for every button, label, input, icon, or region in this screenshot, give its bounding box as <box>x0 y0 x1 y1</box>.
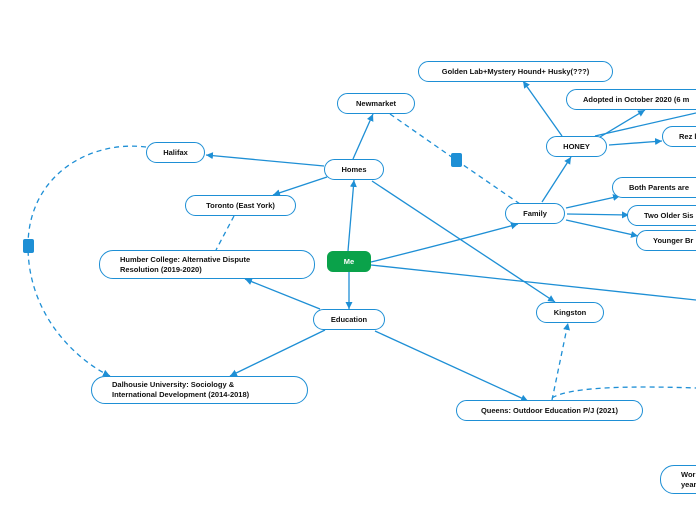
topic-both-parents[interactable]: Both Parents are <box>612 177 696 198</box>
topic-kingston[interactable]: Kingston <box>536 302 604 323</box>
relationship-queens-offscreen <box>551 386 696 399</box>
topic-me[interactable]: Me <box>327 251 371 272</box>
connector-education-dalhousie <box>229 329 326 377</box>
relationship-toronto-humber <box>215 215 235 251</box>
connector-education-humber <box>244 278 321 310</box>
topic-golden-lab[interactable]: Golden Lab+Mystery Hound+ Husky(???) <box>418 61 613 82</box>
connector-honey-goldenlab <box>522 80 563 137</box>
connector-homes-toronto <box>272 176 328 197</box>
connector-honey-rez <box>608 138 663 146</box>
connector-me-homes <box>347 179 357 252</box>
connector-family-younger <box>565 219 639 238</box>
topic-halifax[interactable]: Halifax <box>146 142 205 163</box>
connector-homes-kingston <box>371 180 556 303</box>
topic-work[interactable]: Wor year <box>660 465 696 494</box>
topic-younger-brother[interactable]: Younger Br <box>636 230 696 251</box>
connector-homes-newmarket <box>352 113 374 160</box>
connector-homes-halifax <box>205 152 325 167</box>
connector-me-offscreen <box>370 264 696 301</box>
topic-queens[interactable]: Queens: Outdoor Education P/J (2021) <box>456 400 643 421</box>
relationship-queens-kingston <box>551 322 571 401</box>
connector-family-bothparents <box>565 194 621 209</box>
topic-education[interactable]: Education <box>313 309 385 330</box>
relationship-handle-newmarket-family[interactable] <box>451 153 462 167</box>
topic-dalhousie-university[interactable]: Dalhousie University: Sociology & Intern… <box>91 376 308 404</box>
connector-me-family <box>370 222 519 263</box>
topic-two-older-sisters[interactable]: Two Older Sis <box>627 205 696 226</box>
topic-family[interactable]: Family <box>505 203 565 224</box>
topic-homes[interactable]: Homes <box>324 159 384 180</box>
relationship-handle-halifax-dalhousie[interactable] <box>23 239 34 253</box>
connector-education-queens <box>374 330 529 402</box>
topic-humber-college[interactable]: Humber College: Alternative Dispute Reso… <box>99 250 315 279</box>
topic-rez[interactable]: Rez l <box>662 126 696 147</box>
topic-newmarket[interactable]: Newmarket <box>337 93 415 114</box>
topic-toronto-east-york[interactable]: Toronto (East York) <box>185 195 296 216</box>
topic-adopted-october-2020[interactable]: Adopted in October 2020 (6 m <box>566 89 696 110</box>
topic-honey[interactable]: HONEY <box>546 136 607 157</box>
connector-family-honey <box>541 156 572 203</box>
connector-honey-offscreen <box>594 112 696 137</box>
connector-family-twoolder <box>566 211 630 219</box>
